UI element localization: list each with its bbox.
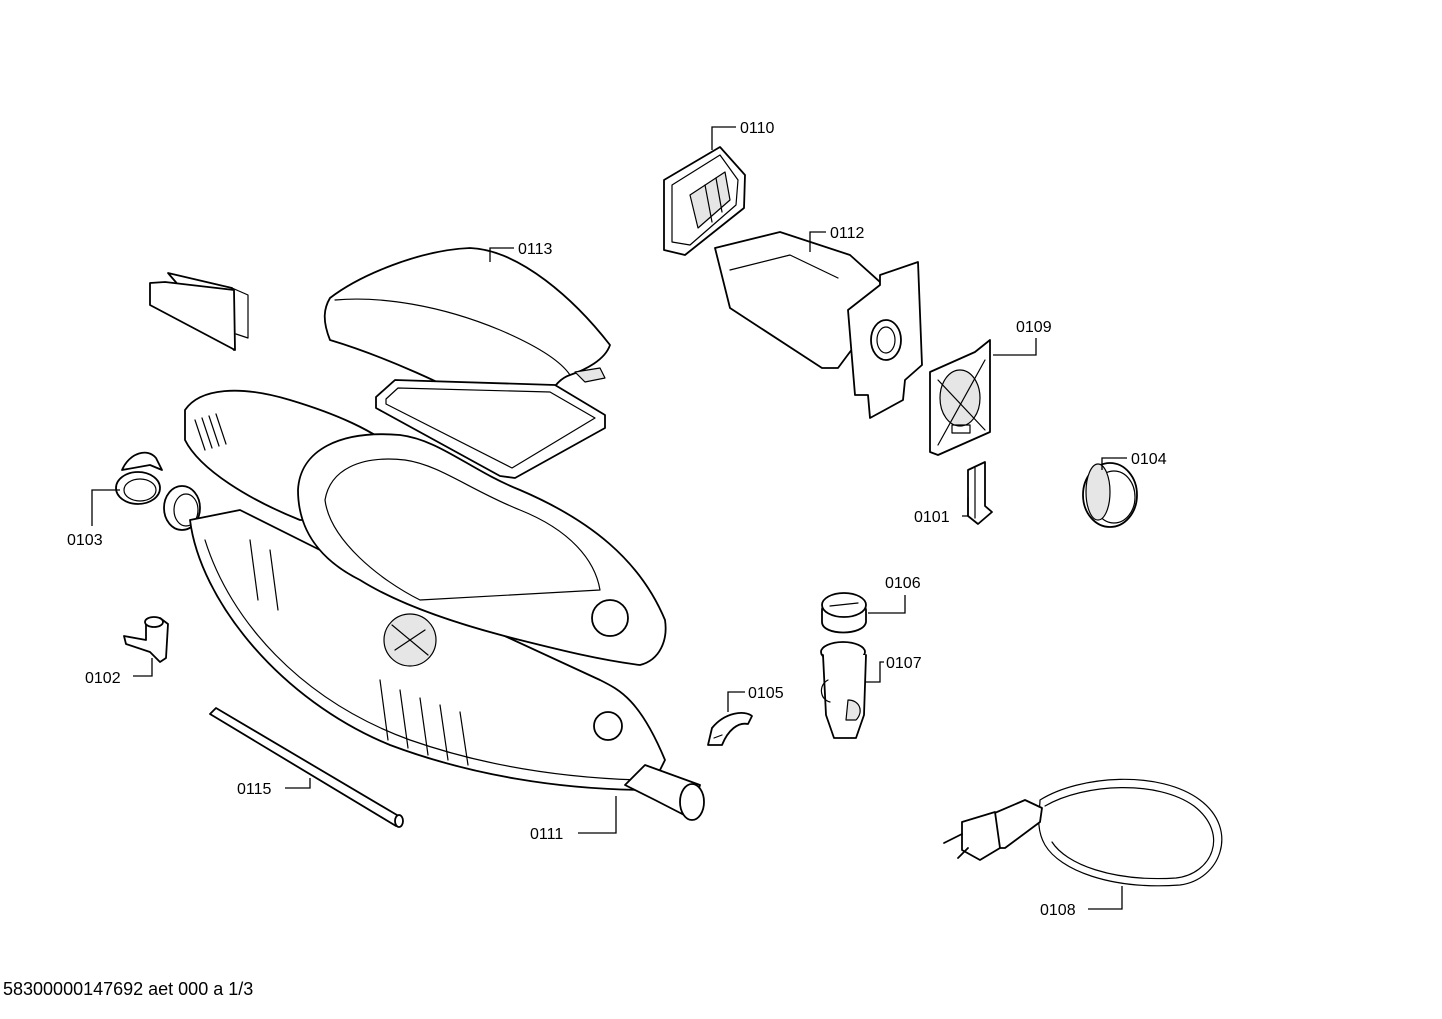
part-0109-holder-plate bbox=[929, 339, 991, 456]
label-group-0109: 0109 bbox=[993, 319, 1052, 356]
label-0101: 0101 bbox=[914, 509, 950, 526]
part-0111-housing bbox=[163, 389, 705, 821]
label-group-0105: 0105 bbox=[727, 685, 784, 712]
part-0112-dust-bag bbox=[714, 231, 923, 419]
label-0103: 0103 bbox=[67, 532, 103, 549]
label-0107: 0107 bbox=[886, 655, 922, 672]
label-0104: 0104 bbox=[1131, 451, 1167, 468]
label-group-0111: 0111 bbox=[530, 796, 617, 843]
part-0102-elbow bbox=[123, 616, 169, 663]
label-0109: 0109 bbox=[1016, 319, 1052, 336]
part-0106-cap bbox=[821, 592, 867, 634]
part-0113-cover-flap bbox=[323, 247, 611, 423]
vent-grille bbox=[194, 413, 227, 451]
label-group-0107: 0107 bbox=[866, 655, 922, 683]
label-group-0101: 0101 bbox=[914, 497, 969, 526]
part-0113-seal-frame bbox=[375, 379, 606, 479]
part-0105-clip bbox=[707, 712, 753, 746]
part-0108-power-cord bbox=[943, 778, 1223, 887]
label-group-0110: 0110 bbox=[711, 120, 775, 150]
part-0104-ring bbox=[1082, 462, 1138, 528]
label-0112: 0112 bbox=[830, 225, 865, 242]
label-group-0106: 0106 bbox=[868, 575, 921, 614]
label-0113: 0113 bbox=[518, 241, 553, 258]
document-id-footer: 58300000147692 aet 000 a 1/3 bbox=[3, 979, 254, 999]
part-0110-filter bbox=[663, 146, 746, 256]
label-0106: 0106 bbox=[885, 575, 921, 592]
wedge-part bbox=[149, 272, 249, 351]
part-0115-rod bbox=[209, 707, 404, 828]
label-0115: 0115 bbox=[237, 781, 272, 798]
label-0110: 0110 bbox=[740, 120, 775, 137]
label-0108: 0108 bbox=[1040, 902, 1076, 919]
part-0101-bracket bbox=[967, 461, 993, 525]
part-0107-valve bbox=[820, 641, 867, 739]
label-group-0112: 0112 bbox=[809, 225, 865, 252]
part-0103-collar bbox=[115, 451, 163, 505]
label-group-0103: 0103 bbox=[67, 489, 120, 549]
label-group-0104: 0104 bbox=[1101, 451, 1167, 470]
label-0105: 0105 bbox=[748, 685, 784, 702]
label-group-0113: 0113 bbox=[489, 241, 553, 262]
label-group-0108: 0108 bbox=[1040, 886, 1123, 919]
label-group-0115: 0115 bbox=[237, 778, 311, 798]
label-0102: 0102 bbox=[85, 670, 121, 687]
label-group-0102: 0102 bbox=[85, 658, 153, 687]
label-0111: 0111 bbox=[530, 826, 563, 843]
